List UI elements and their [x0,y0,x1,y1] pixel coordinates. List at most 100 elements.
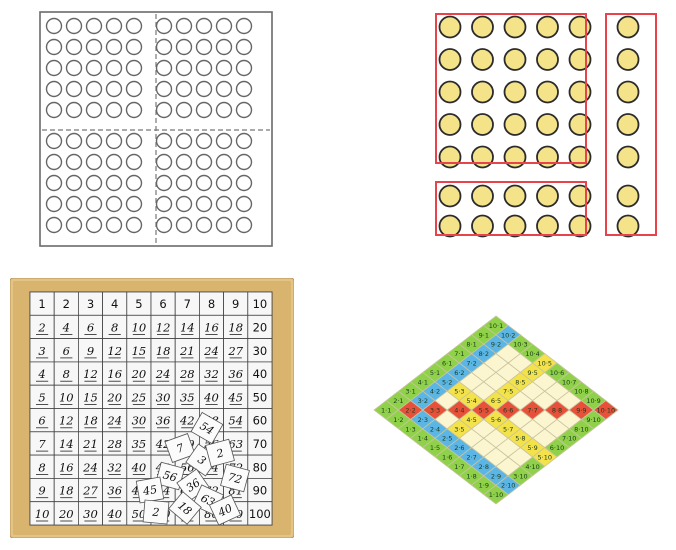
diamond-label: 1·2 [393,416,403,424]
diamond-label: 9·9 [576,407,586,415]
dot-circle [127,103,142,118]
diamond-label: 10·5 [538,360,552,368]
yellow-dot [537,147,558,168]
board-number: 8 [208,297,215,311]
dot-circle [107,197,122,212]
board-number: 18 [228,320,243,334]
diamond-label: 2·5 [442,435,452,443]
dot-circle [237,218,252,233]
board-number: 20 [131,367,147,381]
dot-circle [87,197,102,212]
board-number: 35 [180,390,195,404]
board-number: 100 [249,507,271,521]
dot-circle [67,134,82,149]
board-number: 2 [63,297,70,311]
dot-circle [47,40,62,55]
board-number: 12 [107,344,122,358]
diamond-label: 8·2 [479,350,489,358]
diamond-label: 10·1 [489,322,503,330]
diamond-label: 8·10 [574,425,588,433]
dot-circle [217,40,232,55]
yellow-dot [618,186,639,207]
dot-circle [87,19,102,34]
diamond-label: 7·1 [454,350,464,358]
dot-circle [177,82,192,97]
diamond-label: 10·3 [513,341,527,349]
diamond-label: 1·10 [489,491,503,499]
dot-circle [127,40,142,55]
board-number: 36 [156,414,171,428]
board-number: 15 [132,344,147,358]
diamond-label: 2·6 [454,444,464,452]
board-number: 27 [82,484,98,498]
diamond-label: 2·10 [501,482,515,490]
yellow-dot [472,49,493,70]
diamond-label: 1·1 [381,407,391,415]
dot-circle [237,134,252,149]
board-number: 2 [37,320,45,334]
board-number: 18 [59,484,74,498]
yellow-dot [440,82,461,103]
dot-circle [217,197,232,212]
diamond-label: 5·2 [442,378,452,386]
diamond-label: 7·2 [466,360,476,368]
dot-circle [127,155,142,170]
dot-circle [237,19,252,34]
board-number: 9 [232,297,239,311]
dot-circle [157,40,172,55]
diamond-label: 5·5 [479,407,489,415]
yellow-dot [570,49,591,70]
dot-circle [177,61,192,76]
diamond-label: 2·1 [393,397,403,405]
diamond-label: 10·8 [574,388,588,396]
dot-circle [47,82,62,97]
diamond-label: 6·5 [491,397,501,405]
dot-circle [217,218,232,233]
yellow-dot [505,17,526,38]
board-number: 6 [87,320,94,334]
diamond-label: 10·9 [586,397,600,405]
board-number: 3 [38,344,45,358]
board-number: 32 [107,460,122,474]
dot-circle [177,218,192,233]
yellow-dot [440,147,461,168]
diamond-label: 7·5 [503,388,513,396]
yellow-dot [472,147,493,168]
board-number: 60 [253,414,268,428]
yellow-dot [570,17,591,38]
dot-circle [197,155,212,170]
diamond-label: 4·4 [454,407,464,415]
yellow-dot [472,114,493,135]
board-number: 32 [204,367,219,381]
board-number: 7 [184,297,191,311]
dot-circle [107,134,122,149]
dot-circle [67,218,82,233]
yellow-dot [505,186,526,207]
dot-circle [47,134,62,149]
diamond-label: 10·10 [596,407,615,415]
yellow-dot [472,186,493,207]
board-number: 18 [83,414,98,428]
dot-field [38,10,274,248]
dot-circle [107,61,122,76]
dot-circle [127,218,142,233]
yellow-dot [505,82,526,103]
dot-circle [237,176,252,191]
diamond-label: 3·10 [513,472,527,480]
board-number: 35 [132,437,147,451]
dot-circle [177,103,192,118]
board-number: 25 [131,390,147,404]
yellow-dot [440,114,461,135]
dot-circle [197,82,212,97]
yellow-dot [505,216,526,237]
dot-circle [157,82,172,97]
diamond-label: 2·7 [466,454,476,462]
dot-circle [107,218,122,233]
diamond-label: 1·5 [430,444,440,452]
dot-circle [157,103,172,118]
diamond-label: 7·7 [527,407,537,415]
board-number: 3 [87,297,94,311]
diamond-label: 5·9 [527,444,537,452]
board-number: 5 [135,297,142,311]
